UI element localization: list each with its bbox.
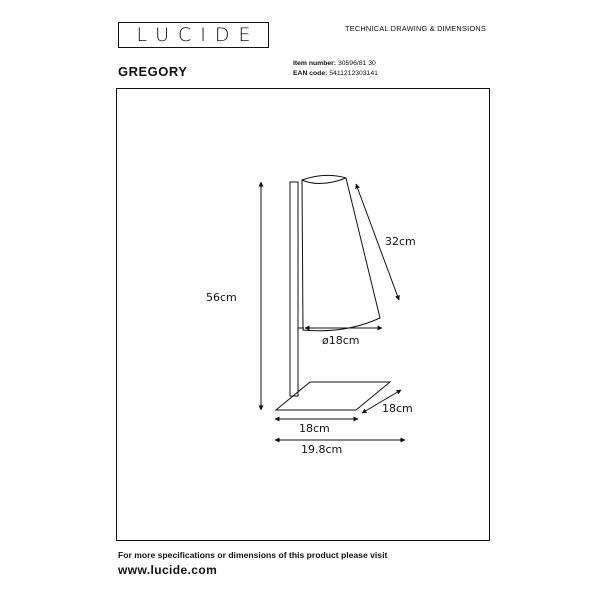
shade-length-label: 32cm <box>385 235 416 248</box>
document-heading: TECHNICAL DRAWING & DIMENSIONS <box>345 24 486 33</box>
shade-diameter-label: ø18cm <box>322 334 360 347</box>
product-name: GREGORY <box>118 64 188 79</box>
ean-code-label: EAN code: <box>293 70 328 77</box>
lamp-base <box>274 381 392 411</box>
drawing-frame <box>116 88 490 541</box>
height-label: 56cm <box>206 291 237 304</box>
base-width-label: 18cm <box>299 422 330 435</box>
dimension-lines <box>258 181 406 443</box>
footer-note: For more specifications or dimensions of… <box>118 550 388 560</box>
base-depth-label: 18cm <box>382 402 413 415</box>
lamp-shade <box>301 174 381 332</box>
product-meta: Item number: 30596/81 30 EAN code: 54112… <box>293 59 378 79</box>
ean-code-row: EAN code: 5411212303141 <box>293 69 378 79</box>
base-depth-dimension-line <box>361 389 402 414</box>
lamp-pole <box>289 181 299 397</box>
lamp-shade-top <box>301 177 347 184</box>
item-number-value: 30596/81 30 <box>337 60 376 67</box>
brand-logo: LUCIDE <box>118 22 269 48</box>
ean-code-value: 5411212303141 <box>329 70 378 77</box>
lamp-outline <box>274 174 392 411</box>
shade-length-dimension-line <box>355 183 400 301</box>
overall-width-label: 19.8cm <box>301 443 342 456</box>
item-number-row: Item number: 30596/81 30 <box>293 59 378 69</box>
website-link[interactable]: www.lucide.com <box>118 563 218 577</box>
item-number-label: Item number: <box>293 60 337 67</box>
